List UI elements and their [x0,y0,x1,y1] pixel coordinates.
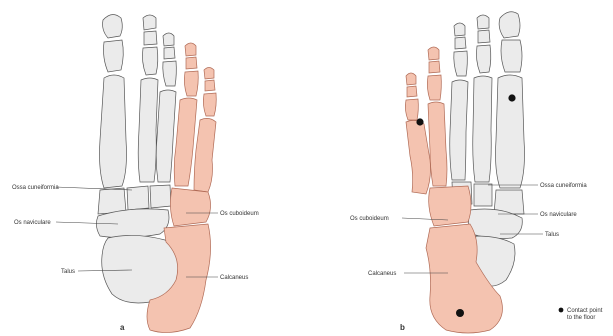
figure-b-toe4-distal [428,47,439,60]
legend-line-1: Contact point [567,308,603,314]
figure-a-metatarsal-1 [100,75,127,188]
figure-b-label-os-naviculare: Os naviculare [540,212,577,218]
figure-b-toe5-middle [407,86,417,97]
figure-b-toe4-middle [429,61,440,73]
figure-b-toe5-distal [406,73,416,85]
figure-a-cuneiform-intermediate [127,186,149,210]
figure-b-metatarsal-4 [428,102,447,186]
figure-a-metatarsal-2 [138,78,158,182]
figure-b-toe3-middle [455,37,466,49]
figure-a-toe2-distal [143,15,156,30]
figure-b-label-ossa-cuneiformia: Ossa cuneiformia [540,183,587,189]
figure-b-toe2-distal [477,15,489,29]
figure-b-foot [402,12,543,333]
figure-a-toe4-middle [186,57,197,69]
figure-b-label-os-cuboideum: Os cuboideum [350,216,389,222]
legend-contact-dot [559,308,564,313]
figure-b-hallux-phalanx-proximal [501,40,522,72]
figure-b-label-talus: Talus [545,232,559,238]
figure-a-navicular [96,209,169,238]
figure-a-metatarsal-4 [174,98,197,186]
figure-a-toe5-middle [205,80,215,91]
figure-b-toe5-proximal [405,99,418,120]
figure-a-medial-bones [96,14,178,303]
figure-b-toe3-distal [454,23,465,36]
figure-b-metatarsal-1 [496,75,525,188]
figure-a-toe5-proximal [203,93,216,116]
figure-b-metatarsal-2 [473,76,492,182]
figure-b-toe4-proximal [427,75,441,100]
figure-a-cuneiform-medial [98,188,126,214]
figure-b-cuboid [429,186,471,226]
figure-b-metatarsal-3 [450,80,468,180]
figure-a-toe2-middle [144,31,157,45]
figure-a-toe5-distal [204,68,214,80]
figure-b-label-calcaneus: Calcaneus [368,271,396,277]
figure-a-label-talus: Talus [61,269,75,275]
figure-b-contact-point-metatarsal-5 [416,118,423,125]
figure-a-panel-letter: a [120,323,125,332]
figure-a-cuneiform-lateral [150,185,171,208]
figure-b-toe3-proximal [454,51,468,76]
figure-a-toe3-distal [163,33,174,46]
legend: Contact point to the floor [559,308,603,321]
figure-b-contact-point-calcaneus [456,309,464,317]
figure-a-foot [56,14,218,332]
figure-a-toe3-middle [164,47,175,59]
figure-b-panel-letter: b [400,323,405,332]
figure-b-toe2-proximal [476,45,490,73]
figure-b-metatarsal-5 [406,120,431,194]
figure-a-hallux-phalanx-proximal [104,40,124,72]
figure-a-toe2-proximal [142,47,157,75]
figure-a-cuboid [170,188,210,226]
figure-a-label-os-naviculare: Os naviculare [14,220,51,226]
figure-a-label-os-cuboideum: Os cuboideum [220,211,259,217]
figure-b-toe2-middle [478,30,490,43]
figure-a-metatarsal-3 [156,90,176,182]
figure-a-label-calcaneus: Calcaneus [220,275,248,281]
figure-a-toe3-proximal [163,61,177,86]
legend-line-2: to the floor [567,315,595,321]
figure-b-cuneiform-intermediate [474,184,492,206]
figure-a-label-ossa-cuneiformia: Ossa cuneiformia [12,185,59,191]
figure-a-hallux-phalanx-distal [103,14,123,38]
figure-b-contact-point-metatarsal-1 [508,94,515,101]
figure-a-toe4-distal [185,43,196,56]
figure-a-toe4-proximal [184,71,198,96]
figure-b-hallux-phalanx-distal [499,12,520,38]
figure-a-metatarsal-5 [194,118,216,192]
